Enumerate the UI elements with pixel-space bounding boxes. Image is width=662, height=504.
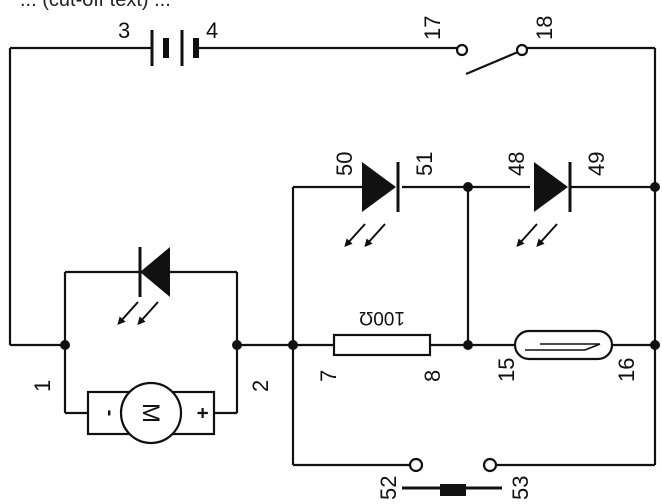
- reed-switch: [513, 329, 614, 361]
- junction-right-mid: [650, 340, 660, 350]
- junction-node1: [60, 340, 70, 350]
- battery: [150, 30, 199, 66]
- label-terminal-51: 51: [412, 152, 437, 176]
- led-50-51: [344, 162, 400, 247]
- label-terminal-50: 50: [332, 152, 357, 176]
- resistor: [332, 333, 432, 357]
- junction-node2: [232, 340, 242, 350]
- switch: [455, 43, 529, 76]
- label-terminal-1: 1: [30, 380, 55, 392]
- label-terminal-3: 3: [118, 18, 130, 43]
- junction-mid-mid: [463, 340, 473, 350]
- motor-plus-label: +: [191, 407, 213, 419]
- junctions: [60, 182, 660, 350]
- junction-right-top: [650, 182, 660, 192]
- label-terminal-48: 48: [504, 152, 529, 176]
- label-terminal-18: 18: [532, 16, 557, 40]
- junction-left-mid: [288, 340, 298, 350]
- push-button: [402, 457, 502, 496]
- label-terminal-16: 16: [614, 358, 639, 382]
- label-terminal-17: 17: [420, 16, 445, 40]
- label-terminal-8: 8: [420, 370, 445, 382]
- label-terminal-53: 53: [508, 476, 533, 500]
- label-terminal-7: 7: [316, 370, 341, 382]
- motor-minus-label: -: [99, 410, 121, 417]
- label-terminal-15: 15: [494, 358, 519, 382]
- label-terminal-2: 2: [248, 380, 273, 392]
- header-cut-text: ... (cut-off text) ...: [20, 0, 171, 11]
- label-terminal-4: 4: [206, 18, 218, 43]
- resistor-value: 100Ω: [359, 307, 405, 328]
- motor: [86, 381, 216, 445]
- led-motor: [117, 247, 170, 325]
- junction-top-mid: [463, 182, 473, 192]
- motor-label: M: [137, 403, 164, 423]
- label-terminal-52: 52: [376, 476, 401, 500]
- label-terminal-49: 49: [584, 152, 609, 176]
- led-48-49: [516, 162, 572, 247]
- wires: [8, 46, 657, 467]
